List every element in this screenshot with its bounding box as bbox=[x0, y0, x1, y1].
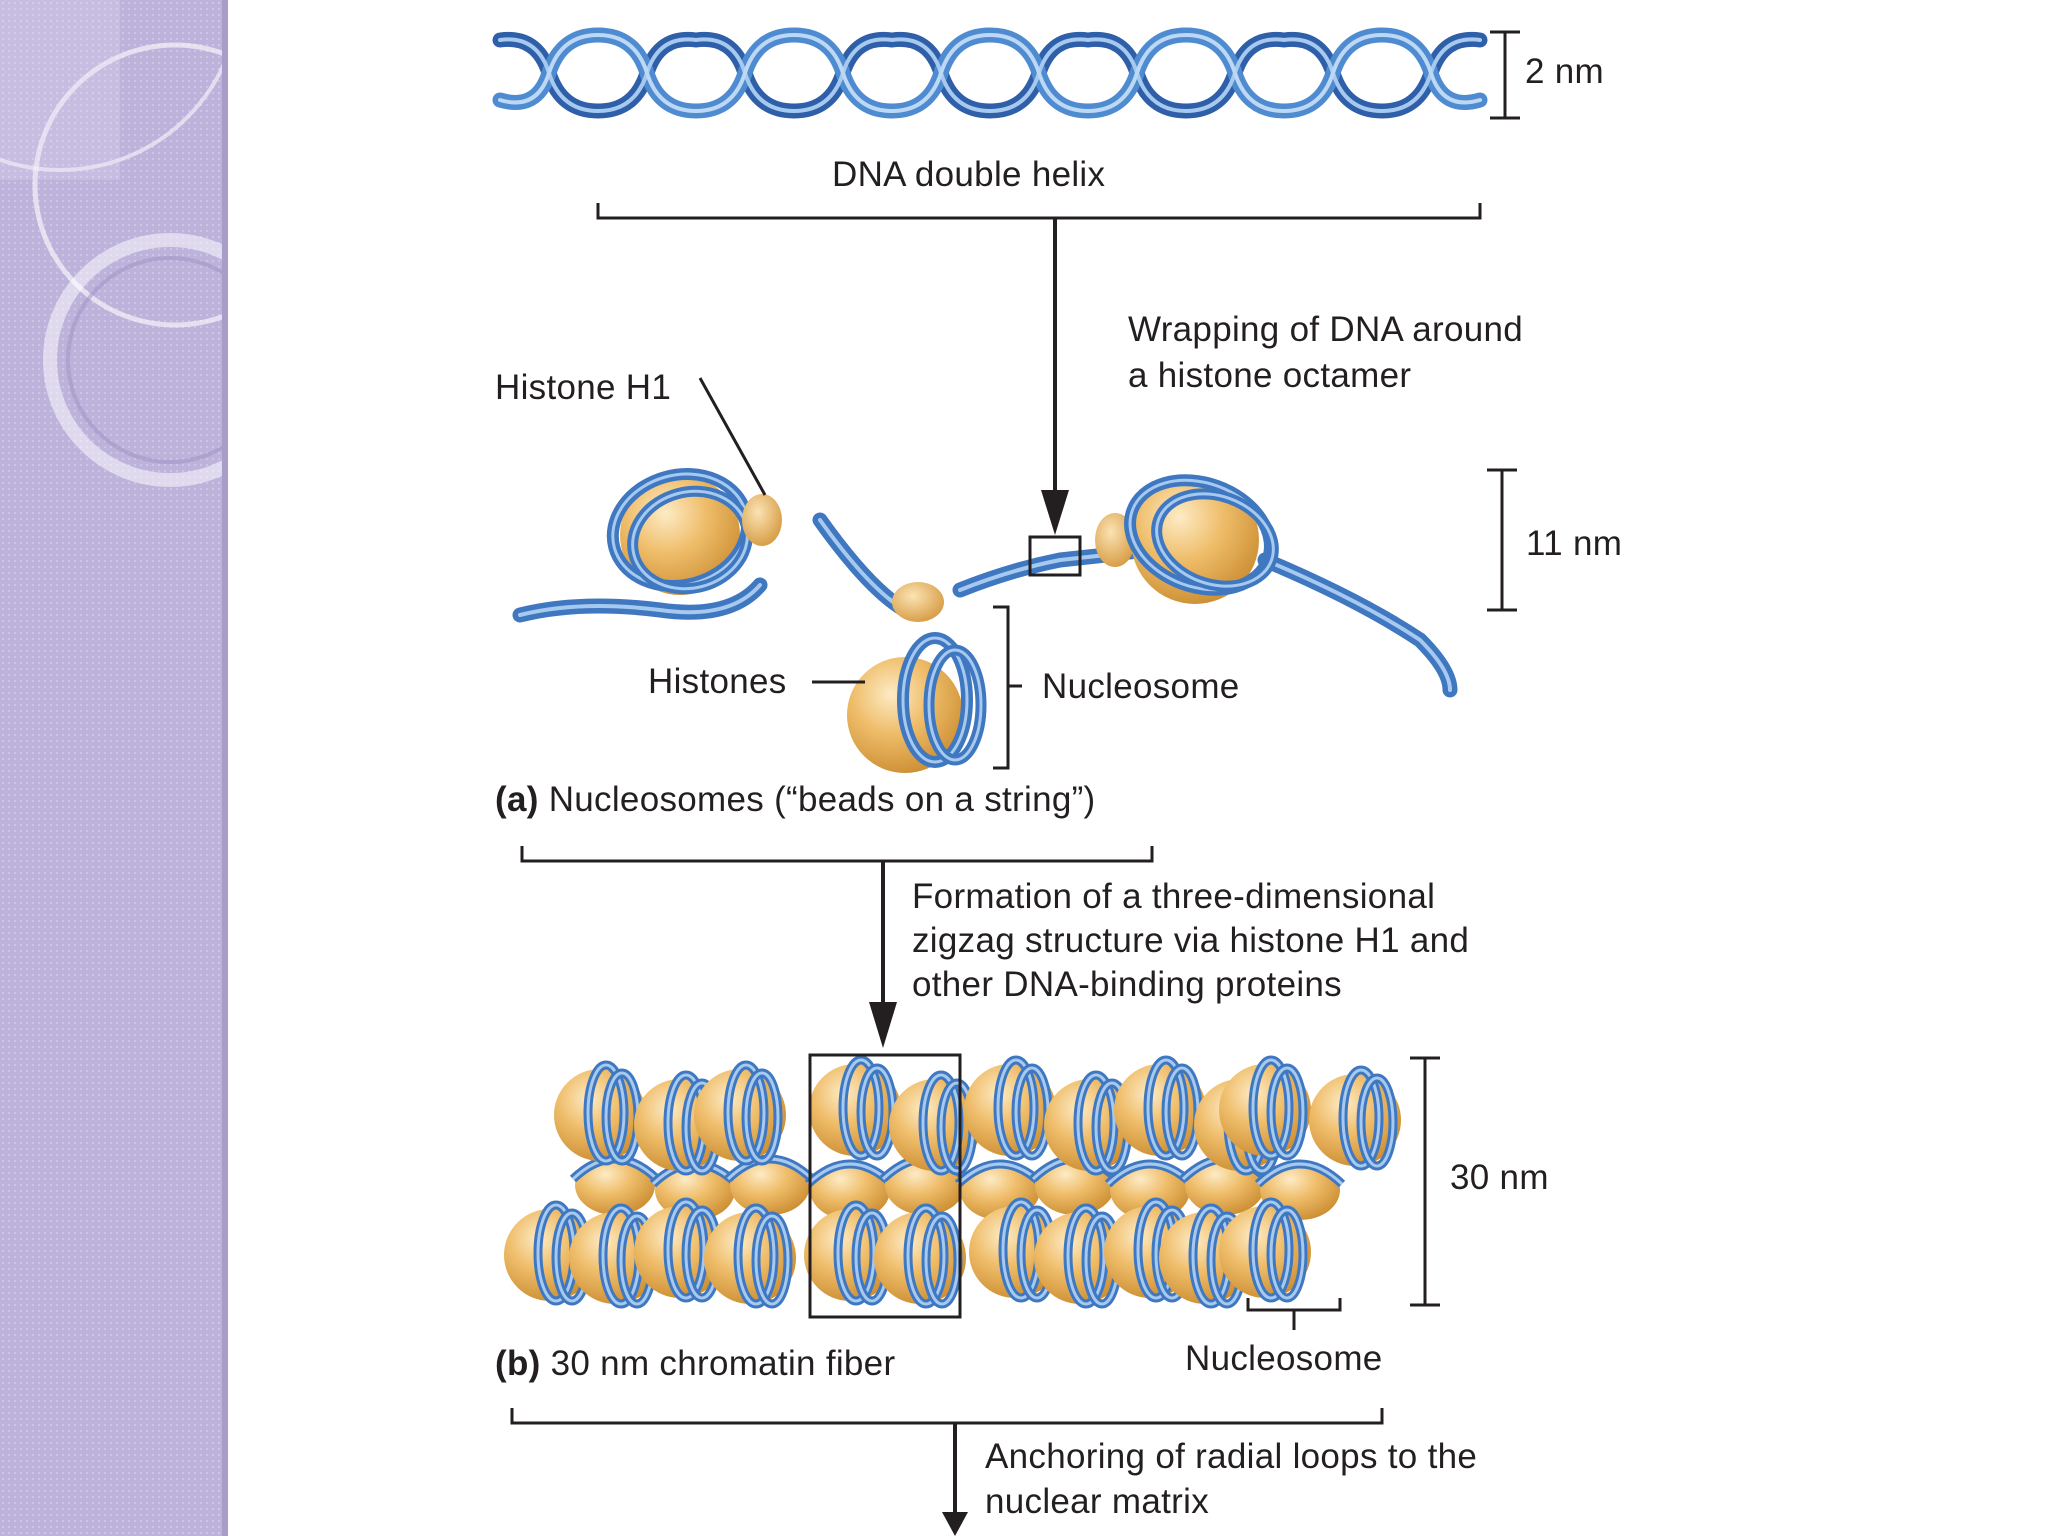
label-formation-line-3: other DNA-binding proteins bbox=[912, 965, 1342, 1004]
label-anchoring-line-2: nuclear matrix bbox=[985, 1482, 1209, 1521]
label-histone-h1: Histone H1 bbox=[495, 368, 672, 407]
arrow-head-formation bbox=[869, 1002, 897, 1048]
dna-double-helix bbox=[492, 27, 1488, 119]
dna-strand-2-highlight bbox=[498, 32, 1482, 114]
bracket-a bbox=[520, 846, 1154, 863]
decorative-circle-large bbox=[32, 42, 228, 328]
scale-bar-11nm bbox=[1487, 468, 1517, 612]
label-scale-11nm: 11 nm bbox=[1526, 524, 1623, 563]
nucleosome-middle bbox=[847, 582, 987, 773]
caption-b: (b) 30 nm chromatin fiber bbox=[495, 1342, 895, 1386]
bracket-nucleosome-b bbox=[1246, 1298, 1342, 1330]
nucleosome-left bbox=[606, 468, 782, 595]
label-scale-2nm: 2 nm bbox=[1525, 52, 1605, 91]
bracket-nucleosome-a bbox=[993, 605, 1022, 770]
decorative-ring-inner bbox=[66, 256, 228, 464]
caption-a-text: Nucleosomes (“beads on a string”) bbox=[548, 780, 1096, 819]
scale-bar-2nm bbox=[1490, 30, 1520, 120]
leader-histone-h1 bbox=[698, 377, 767, 496]
linker-dna-box bbox=[1028, 535, 1082, 577]
arrow-head-anchoring bbox=[942, 1512, 968, 1536]
fiber-top-row bbox=[554, 1060, 1401, 1171]
bracket-b bbox=[510, 1408, 1384, 1425]
decorative-ring bbox=[43, 233, 228, 487]
sidebar-edge bbox=[222, 0, 228, 1536]
slide-sidebar bbox=[0, 0, 228, 1536]
histone-h1-bead bbox=[742, 494, 782, 546]
dna-strand-1-highlight bbox=[498, 37, 1482, 114]
nucleosome-string bbox=[512, 468, 1458, 773]
nucleosome-right bbox=[1095, 474, 1279, 604]
histone-h1-bead-middle bbox=[892, 582, 944, 622]
fiber-bottom-row bbox=[504, 1202, 1311, 1304]
label-nucleosome-a: Nucleosome bbox=[1042, 667, 1240, 706]
caption-b-text: 30 nm chromatin fiber bbox=[550, 1344, 896, 1383]
caption-a-letter: (a) bbox=[495, 780, 539, 819]
label-anchoring-line-1: Anchoring of radial loops to the bbox=[985, 1437, 1478, 1476]
decorative-circle-top bbox=[0, 48, 228, 172]
label-formation-line-2: zigzag structure via histone H1 and bbox=[912, 921, 1470, 960]
caption-b-letter: (b) bbox=[495, 1344, 541, 1383]
decorative-circles bbox=[0, 0, 228, 487]
caption-a: (a) Nucleosomes (“beads on a string”) bbox=[495, 778, 1096, 822]
linker-dna-highlight bbox=[518, 518, 1452, 692]
decorative-panel bbox=[0, 0, 120, 180]
label-histones: Histones bbox=[648, 662, 787, 701]
label-wrapping-line-2: a histone octamer bbox=[1128, 356, 1412, 395]
label-scale-30nm: 30 nm bbox=[1450, 1158, 1549, 1197]
bracket-dna bbox=[596, 203, 1482, 220]
scale-bar-30nm bbox=[1410, 1056, 1440, 1307]
arrow-head-wrapping bbox=[1041, 490, 1069, 535]
chromatin-fiber bbox=[504, 1053, 1401, 1319]
label-wrapping-line-1: Wrapping of DNA around bbox=[1128, 310, 1524, 349]
label-nucleosome-b: Nucleosome bbox=[1185, 1339, 1383, 1378]
label-dna-double-helix: DNA double helix bbox=[832, 155, 1106, 194]
label-formation-line-1: Formation of a three-dimensional bbox=[912, 877, 1436, 916]
fiber-repeat-box bbox=[808, 1053, 962, 1319]
